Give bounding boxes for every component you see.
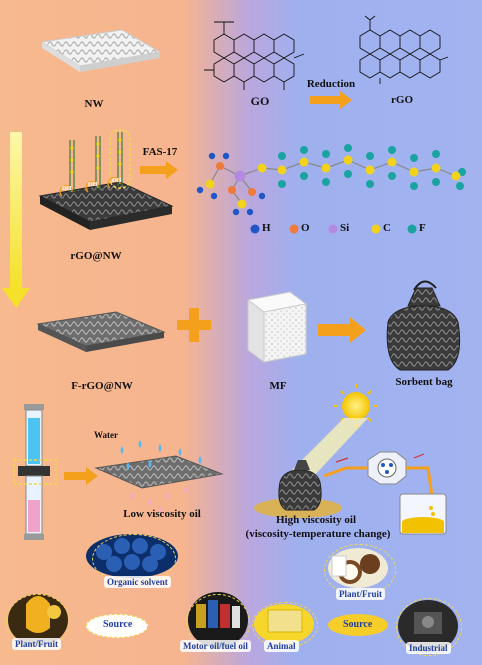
reduction-arrow bbox=[310, 91, 352, 109]
legend-label-h: H bbox=[262, 222, 271, 234]
go-structure bbox=[204, 21, 305, 90]
oh-label-2: OH bbox=[88, 182, 98, 188]
rgo-structure bbox=[359, 15, 449, 84]
legend-dot-f bbox=[407, 224, 417, 234]
separation-column bbox=[13, 404, 57, 540]
oh-label-3: OH bbox=[112, 178, 122, 184]
low-viscosity-oil-label: Low viscosity oil bbox=[123, 508, 201, 520]
fas17-label: FAS-17 bbox=[142, 146, 178, 158]
source-left-label: Source bbox=[103, 619, 133, 630]
sorbent-bag-image bbox=[386, 280, 461, 371]
organic-solvent-label: Organic solvent bbox=[104, 576, 171, 588]
plus-icon bbox=[177, 308, 211, 342]
f-rgo-nw-fabric-image bbox=[36, 311, 166, 352]
source-oval-right bbox=[328, 614, 388, 636]
plant-fruit-top-label: Plant/Fruit bbox=[336, 588, 385, 600]
legend-dot-c bbox=[371, 224, 381, 234]
legend-label-f: F bbox=[419, 222, 426, 234]
legend-label-o: O bbox=[301, 222, 310, 234]
plant-fruit-left-label: Plant/Fruit bbox=[12, 638, 61, 650]
fas17-molecule bbox=[196, 144, 466, 216]
rgo-nw-fabric-image bbox=[38, 129, 174, 230]
column-to-membrane-arrow bbox=[64, 467, 98, 485]
membrane-droplets-image bbox=[94, 440, 224, 514]
water-label: Water bbox=[94, 430, 118, 440]
legend-dot-h bbox=[250, 224, 260, 234]
source-bubble-industrial bbox=[396, 598, 462, 656]
viscosity-temp-change-label: (viscosity-temperature change) bbox=[245, 528, 391, 540]
source-oval-left bbox=[86, 614, 148, 638]
legend-dot-si bbox=[328, 224, 338, 234]
mf-to-bag-arrow bbox=[318, 317, 366, 343]
high-viscosity-oil-label: High viscosity oil bbox=[275, 514, 357, 526]
sorbent-bag-label: Sorbent bag bbox=[395, 376, 453, 388]
collection-beaker bbox=[399, 493, 447, 535]
mf-label: MF bbox=[269, 380, 287, 392]
heating-pump-unit bbox=[323, 451, 434, 497]
f-rgo-nw-label: F-rGO@NW bbox=[71, 380, 133, 392]
rgo-label: rGO bbox=[391, 94, 413, 106]
oil-sorbent-bag-image bbox=[254, 460, 342, 518]
atom-legend-dots bbox=[250, 224, 417, 234]
source-right-label: Source bbox=[343, 619, 373, 630]
legend-dot-o bbox=[289, 224, 299, 234]
legend-label-si: Si bbox=[340, 222, 350, 234]
reduction-label: Reduction bbox=[306, 78, 356, 90]
process-flow-arrow bbox=[2, 132, 30, 308]
animal-label: Animal bbox=[264, 640, 299, 652]
sunlight-beam bbox=[290, 418, 368, 478]
nw-label: NW bbox=[84, 98, 104, 110]
motor-oil-label: Motor oil/fuel oil bbox=[180, 640, 251, 652]
fas17-arrow bbox=[140, 161, 178, 179]
oh-label-1: OH bbox=[62, 186, 72, 192]
go-label: GO bbox=[250, 94, 270, 108]
mf-foam-image bbox=[246, 291, 308, 363]
nw-fabric-image bbox=[40, 29, 162, 72]
industrial-label: Industrial bbox=[406, 642, 451, 654]
legend-label-c: C bbox=[383, 222, 391, 234]
rgo-nw-label: rGO@NW bbox=[70, 250, 122, 262]
